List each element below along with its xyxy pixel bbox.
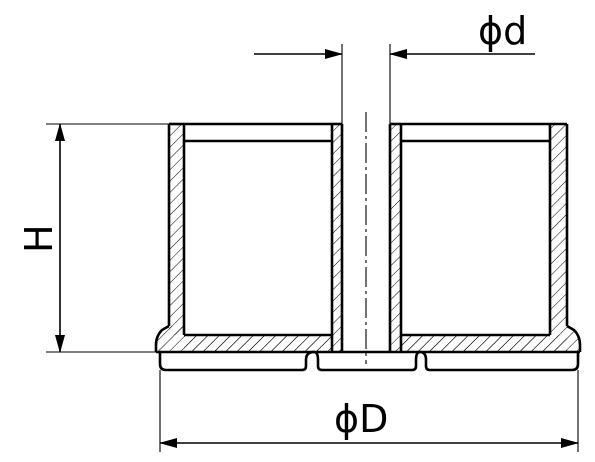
base-flange-left-section — [184, 335, 332, 352]
center-tube-right-wall — [390, 124, 401, 352]
height-label: H — [17, 224, 61, 253]
right-wall-section — [550, 124, 567, 335]
inner-diameter-label: ϕd — [478, 9, 527, 53]
dimension-outer-diameter: ϕD — [159, 370, 579, 452]
section-hatching — [156, 124, 580, 352]
part-outline — [154, 122, 582, 372]
base-flange-right-section — [401, 335, 567, 352]
dimension-inner-diameter: ϕd — [254, 9, 535, 124]
center-tube-left-wall — [332, 124, 342, 352]
dimension-height: H — [17, 123, 169, 353]
outer-diameter-label: ϕD — [334, 397, 388, 441]
left-wall-section — [169, 124, 184, 335]
